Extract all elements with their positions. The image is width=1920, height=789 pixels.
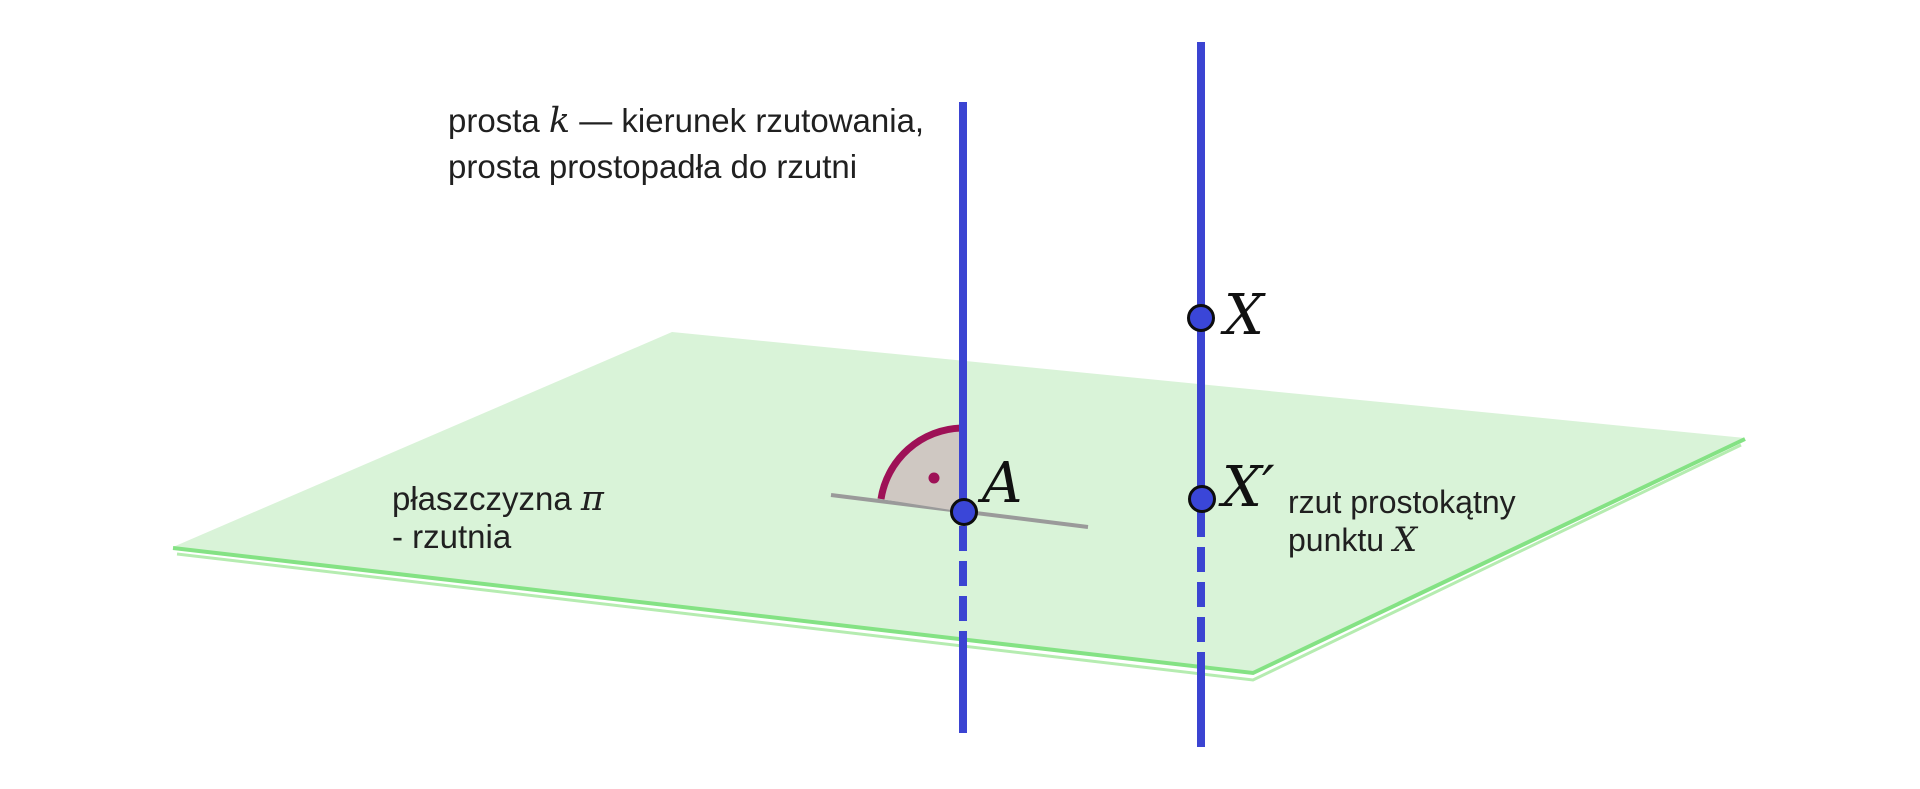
plane-front-edge-highlight xyxy=(176,443,1742,682)
point-X xyxy=(1187,304,1215,332)
point-A xyxy=(950,498,978,526)
xprime-caption: rzut prostokątny punktu X xyxy=(1288,484,1516,559)
var-k: k xyxy=(548,101,571,141)
plane-front-edge xyxy=(172,437,1746,676)
description-line-1: prosta k — kierunek rzutowania, xyxy=(448,98,924,144)
point-X-prime-label: X′ xyxy=(1222,455,1275,520)
plane-label: płaszczyzna π - rzutnia xyxy=(392,480,604,556)
point-X-label: X xyxy=(1224,283,1264,348)
point-A-label: A xyxy=(982,451,1023,516)
xprime-caption-line-2: punktu X xyxy=(1288,521,1516,559)
plane-label-prefix: płaszczyzna xyxy=(392,480,581,517)
description-line-k: prosta k — kierunek rzutowania, prosta p… xyxy=(448,98,924,189)
plane-label-line-1: płaszczyzna π xyxy=(392,480,604,518)
right-angle-sector xyxy=(881,428,964,512)
description-line-2: prosta prostopadła do rzutni xyxy=(448,148,858,185)
right-angle-dot xyxy=(928,472,940,484)
plane-label-line-2: - rzutnia xyxy=(392,518,512,555)
description-line-1-prefix: prosta xyxy=(448,102,549,139)
description-line-1-suffix: — kierunek rzutowania, xyxy=(570,102,925,139)
right-angle-arc xyxy=(877,424,962,500)
var-x: X xyxy=(1392,520,1418,559)
xprime-caption-line-1: rzut prostokątny xyxy=(1288,484,1516,520)
var-pi: π xyxy=(580,479,604,519)
point-X-prime xyxy=(1188,485,1216,513)
xprime-caption-line-2-prefix: punktu xyxy=(1288,522,1393,558)
